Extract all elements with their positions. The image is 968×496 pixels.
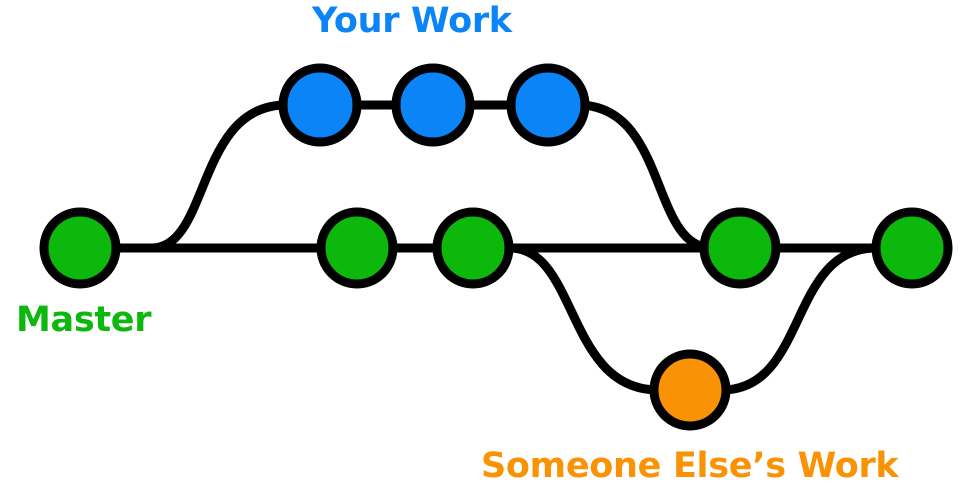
branch-label-someone-elses-work: Someone Else’s Work xyxy=(481,446,899,486)
commit-node-master-merge[interactable] xyxy=(699,207,781,289)
edge-your-work-branch-out xyxy=(151,100,287,253)
commit-node-master-1[interactable] xyxy=(39,207,121,289)
commit-node-your-work-3[interactable] xyxy=(506,63,590,147)
branch-label-master: Master xyxy=(16,300,152,340)
commit-node-master-2[interactable] xyxy=(316,207,398,289)
commit-node-your-work-1[interactable] xyxy=(278,63,362,147)
commit-node-your-work-2[interactable] xyxy=(391,63,475,147)
edge-someone-else-branch-out xyxy=(509,243,659,395)
branch-label-your-work: Your Work xyxy=(312,1,512,41)
commit-node-master-3[interactable] xyxy=(432,207,514,289)
edge-your-work-merge-in xyxy=(577,100,713,253)
commit-node-someone-else-1[interactable] xyxy=(649,349,731,431)
commit-node-master-head[interactable] xyxy=(871,207,953,289)
commit-nodes-group xyxy=(39,63,953,431)
edge-someone-else-merge-in xyxy=(721,243,877,395)
